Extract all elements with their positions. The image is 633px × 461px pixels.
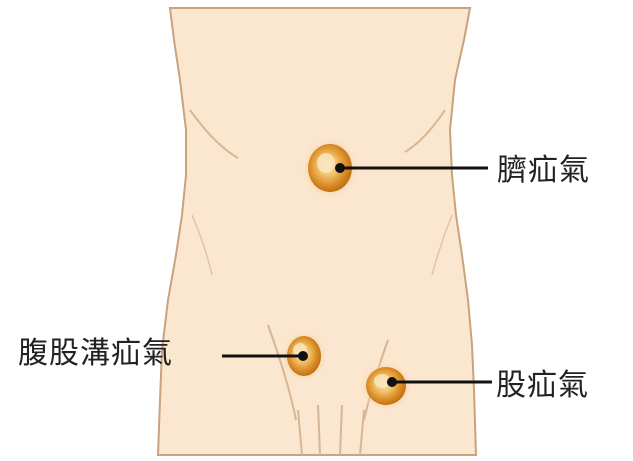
femoral-hernia-lesion [359, 360, 413, 412]
inguinal-hernia-label: 腹股溝疝氣 [18, 339, 173, 369]
torso-outline [158, 8, 476, 455]
femoral-hernia-label: 股疝氣 [496, 371, 589, 401]
umbilical-hernia-label: 臍疝氣 [497, 156, 590, 186]
